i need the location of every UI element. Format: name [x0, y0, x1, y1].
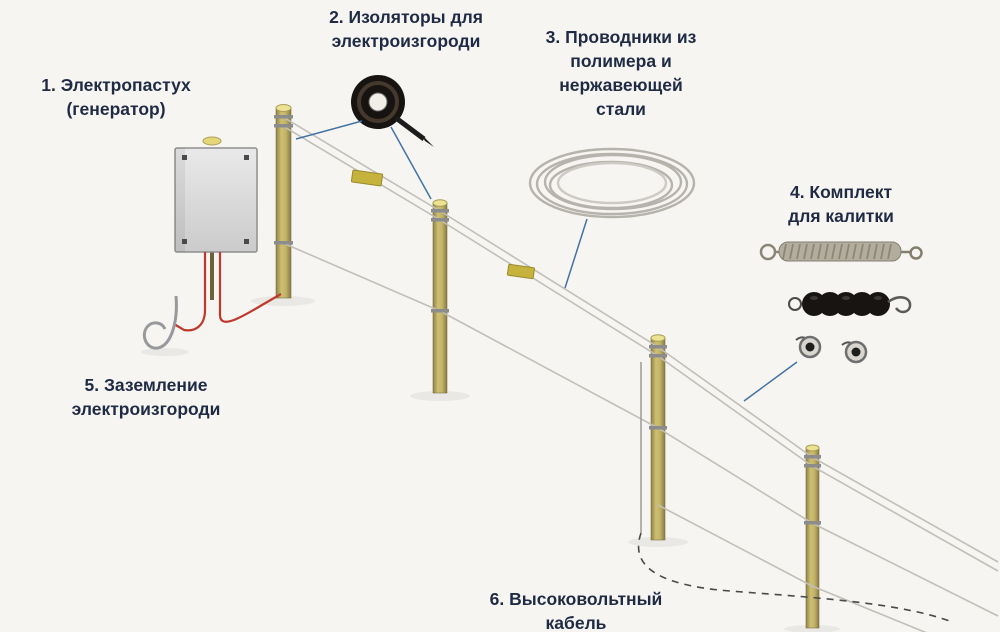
high-voltage-cable: [637, 362, 953, 623]
fence-post-2: [432, 199, 448, 394]
gate-spring: [759, 241, 923, 262]
callout-lines: [295, 120, 798, 402]
fence-post-3: [650, 334, 666, 541]
callout-coil-to-wire: [564, 218, 588, 289]
spring-coils: [782, 243, 892, 260]
wire-clips: [274, 115, 821, 525]
mount-post-cap: [202, 136, 222, 146]
ground-shadows: [141, 296, 840, 632]
generator-lead-wires: [173, 252, 282, 332]
callout-gatekit-to-wire: [743, 361, 798, 402]
callout-insulator-to-post1: [295, 120, 363, 140]
warning-tags: [350, 169, 535, 280]
gate-handle: [788, 292, 912, 316]
callout-insulator-to-post2: [390, 126, 432, 200]
ground-rod: [142, 295, 178, 350]
wire-coil: [528, 147, 696, 219]
box-screws: [182, 155, 249, 244]
fence-post-4: [805, 444, 820, 629]
fence-post-1: [275, 104, 292, 299]
handle-hook: [887, 296, 912, 314]
generator-box: [174, 136, 258, 300]
insulator-screw: [394, 116, 426, 141]
ring-insulator: [351, 75, 434, 147]
gate-ring-insulators: [795, 335, 868, 364]
